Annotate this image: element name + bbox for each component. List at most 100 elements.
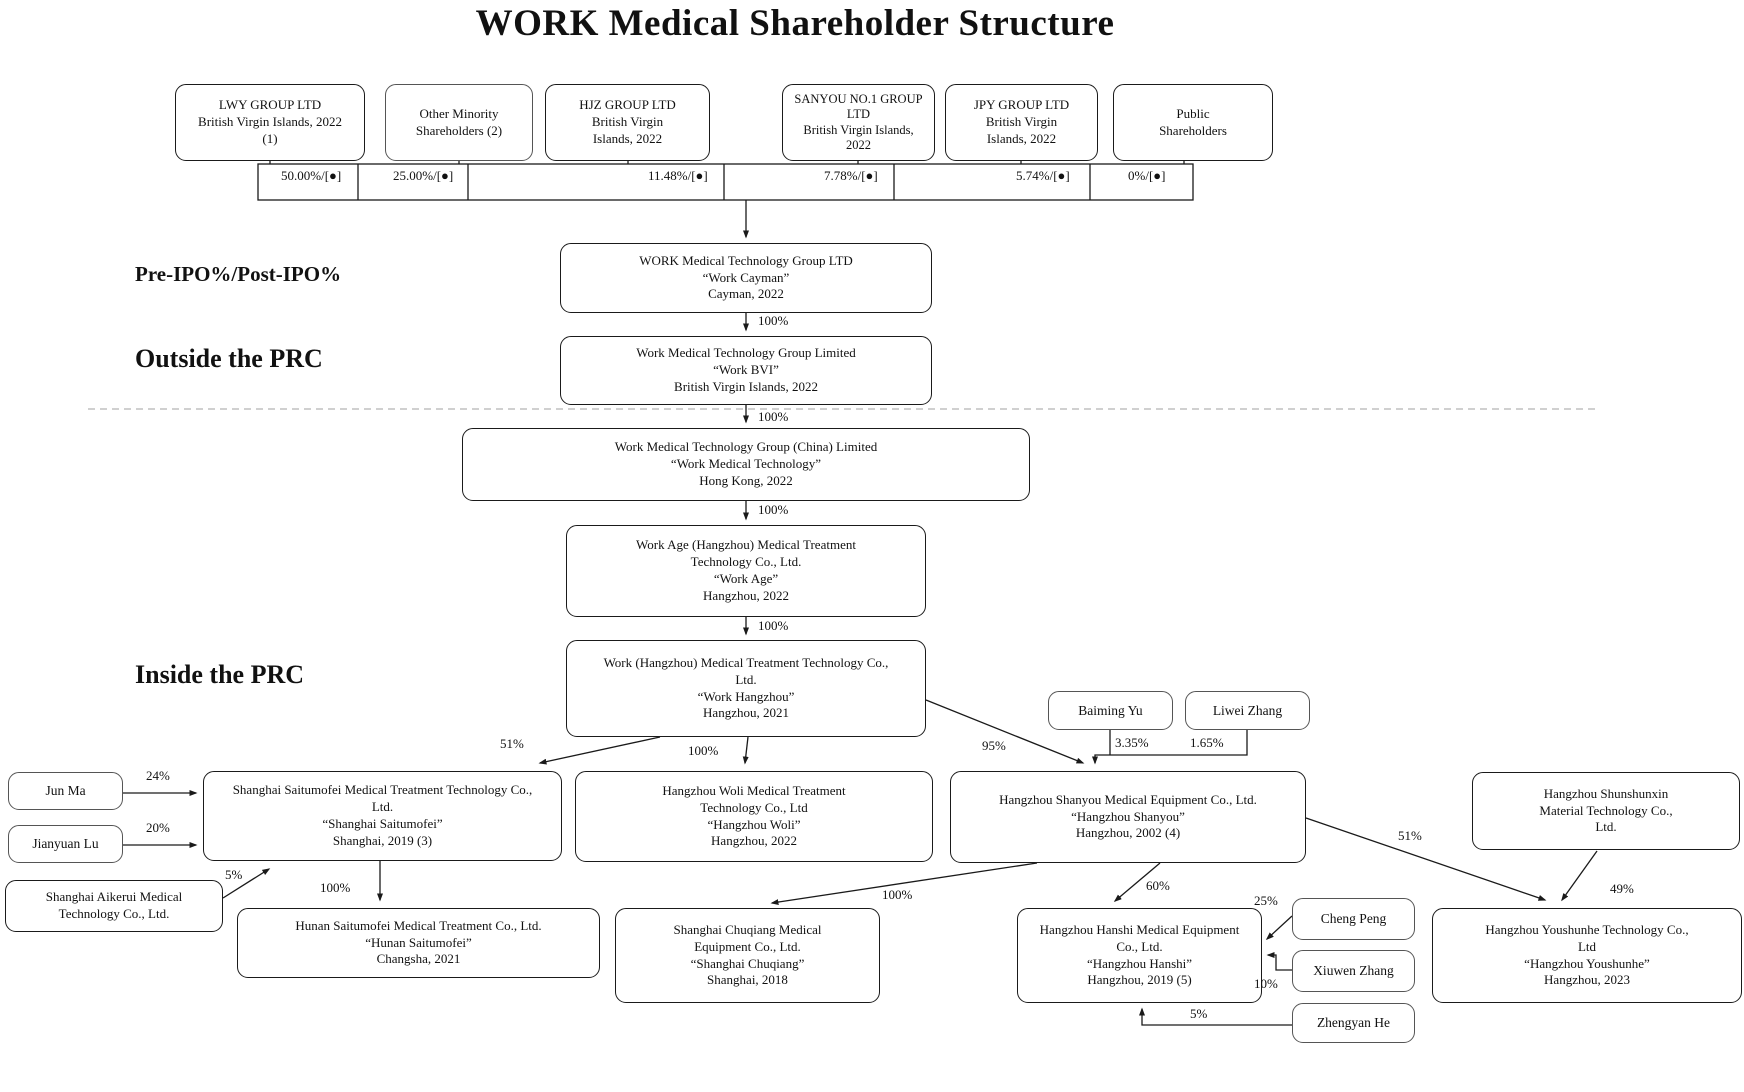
entity-text-line: JPY GROUP LTD bbox=[973, 97, 1070, 113]
entity-text-line: Material Technology Co., bbox=[1539, 802, 1673, 818]
arrow-liwei-baiming-to-shanyou bbox=[1092, 730, 1248, 765]
ownership-label-cayman-bvi: 100% bbox=[758, 313, 789, 328]
entity-text-line: Hangzhou Youshunhe Technology Co., bbox=[1485, 921, 1689, 937]
arrow-aikerui-to-saitumofei bbox=[222, 868, 271, 899]
entity-text-line: Ltd. bbox=[1595, 819, 1617, 835]
entity-box-cheng-peng: Cheng Peng bbox=[1292, 898, 1415, 940]
entity-text-line: British Virgin bbox=[985, 114, 1058, 130]
entity-text-line: Other Minority bbox=[419, 105, 499, 121]
entity-text-line: Liwei Zhang bbox=[1212, 702, 1283, 718]
entity-text-line: Hangzhou, 2019 (5) bbox=[1087, 972, 1192, 988]
entity-text-line: Cheng Peng bbox=[1320, 911, 1387, 927]
entity-box-hangzhou-shanyou: Hangzhou Shanyou Medical Equipment Co., … bbox=[950, 771, 1306, 863]
entity-text-line: Work Medical Technology Group (China) Li… bbox=[614, 439, 878, 455]
entity-text-line: Islands, 2022 bbox=[986, 130, 1057, 146]
entity-text-line: LTD bbox=[846, 107, 871, 122]
entity-text-line: Hangzhou Shunshunxin bbox=[1543, 785, 1669, 801]
ownership-label-hk-workage: 100% bbox=[758, 502, 789, 517]
entity-text-line: “Shanghai Saitumofei” bbox=[322, 816, 443, 831]
entity-text-line: “Work BVI” bbox=[713, 362, 779, 378]
entity-text-line: Hangzhou Woli Medical Treatment bbox=[662, 782, 846, 798]
arrow-workhangzhou-to-shanyou bbox=[925, 699, 1085, 764]
entity-text-line: Technology Co., Ltd. bbox=[690, 554, 802, 570]
arrow-shunshunxin-to-youshunhe bbox=[1561, 850, 1598, 902]
entity-box-work-bvi: Work Medical Technology Group Limited“Wo… bbox=[560, 336, 932, 405]
entity-text-line: “Work Cayman” bbox=[702, 269, 790, 285]
ownership-label-shunshunxin-youshunhe: 49% bbox=[1610, 881, 1634, 896]
ownership-label-chengpeng-hanshi: 25% bbox=[1254, 893, 1278, 908]
entity-box-zhengyan-he: Zhengyan He bbox=[1292, 1003, 1415, 1043]
entity-text-line: Technology Co., Ltd. bbox=[58, 906, 170, 921]
entity-text-line: Technology Co., Ltd bbox=[700, 799, 808, 815]
entity-text-line: Shanghai, 2019 (3) bbox=[332, 832, 433, 848]
entity-text-line: Hangzhou Hanshi Medical Equipment bbox=[1039, 921, 1240, 937]
ownership-label-shanyou-hanshi: 60% bbox=[1146, 878, 1170, 893]
diagram-title: WORK Medical Shareholder Structure bbox=[475, 3, 1115, 44]
entity-text-line: 2022 bbox=[846, 137, 871, 152]
entity-text-line: LWY GROUP LTD bbox=[218, 97, 322, 113]
entity-text-line: Islands, 2022 bbox=[592, 130, 663, 146]
ownership-label-hjz-cayman: 11.48%/[●] bbox=[648, 168, 708, 183]
ownership-label-xiuwenzhang-hanshi: 10% bbox=[1254, 976, 1278, 991]
ownership-label-zhengyanhe-hanshi: 5% bbox=[1190, 1006, 1208, 1021]
arrow-zhengyanhe-to-hanshi bbox=[1139, 1007, 1292, 1026]
entity-text-line: Cayman, 2022 bbox=[708, 286, 784, 302]
entity-text-line: Shanghai Saitumofei Medical Treatment Te… bbox=[232, 782, 533, 798]
entity-box-hunan-saitumofei: Hunan Saitumofei Medical Treatment Co., … bbox=[237, 908, 600, 978]
entity-text-line: Work (Hangzhou) Medical Treatment Techno… bbox=[603, 654, 889, 670]
arrow-workhangzhou-to-woli bbox=[742, 736, 749, 765]
entity-text-line: Baiming Yu bbox=[1078, 702, 1143, 718]
ownership-label-sanyou-cayman: 7.78%/[●] bbox=[824, 168, 878, 183]
top-ownership-band bbox=[257, 161, 1194, 201]
entity-text-line: “Work Age” bbox=[713, 571, 779, 586]
entity-text-line: Hangzhou, 2022 bbox=[711, 833, 797, 849]
arrow-shanyou-to-chuqiang bbox=[770, 862, 1038, 905]
entity-text-line: Shareholders bbox=[1159, 122, 1227, 138]
arrow-workhangzhou-to-saitumofei bbox=[538, 736, 661, 765]
entity-text-line: Public bbox=[1176, 105, 1210, 121]
entity-text-line: Changsha, 2021 bbox=[376, 951, 461, 967]
ownership-label-shanyou-youshunhe: 51% bbox=[1398, 828, 1422, 843]
entity-text-line: Hangzhou, 2002 (4) bbox=[1075, 825, 1181, 841]
entity-text-line: British Virgin Islands, 2022 bbox=[198, 114, 342, 130]
entity-text-line: Jun Ma bbox=[45, 783, 86, 799]
entity-text-line: (1) bbox=[262, 130, 278, 146]
label-outside-prc: Outside the PRC bbox=[135, 344, 323, 373]
ownership-label-junma-saitumofei: 24% bbox=[146, 768, 170, 783]
entity-text-line: Ltd. bbox=[735, 671, 757, 687]
ownership-label-shanyou-chuqiang: 100% bbox=[882, 887, 913, 902]
entity-text-line: SANYOU NO.1 GROUP bbox=[794, 92, 923, 106]
entity-text-line: Hunan Saitumofei Medical Treatment Co., … bbox=[295, 917, 542, 933]
entity-text-line: HJZ GROUP LTD bbox=[579, 97, 676, 113]
entity-text-line: “Hangzhou Woli” bbox=[707, 816, 801, 832]
ownership-label-jianyuanlu-saitumofei: 20% bbox=[146, 820, 170, 835]
entity-box-work-medical-technology-hk: Work Medical Technology Group (China) Li… bbox=[462, 428, 1030, 501]
entity-text-line: Shanghai, 2018 bbox=[707, 972, 788, 988]
entity-text-line: Co., Ltd. bbox=[1116, 938, 1163, 954]
ownership-label-aikerui-saitumofei: 5% bbox=[225, 867, 243, 882]
ownership-label-saitumofei-hunan: 100% bbox=[320, 880, 351, 895]
entity-text-line: Ltd bbox=[1577, 938, 1597, 954]
entity-text-line: British Virgin Islands, 2022 bbox=[674, 378, 818, 394]
entity-text-line: “Hangzhou Hanshi” bbox=[1086, 955, 1193, 971]
entity-text-line: Shanghai Chuqiang Medical bbox=[673, 921, 822, 937]
ownership-label-workage-workhangzhou: 100% bbox=[758, 618, 789, 633]
arrow-shanyou-to-youshunhe bbox=[1305, 817, 1547, 901]
entity-text-line: Shareholders (2) bbox=[415, 122, 503, 138]
entity-text-line: “Hangzhou Youshunhe” bbox=[1524, 955, 1650, 971]
entity-text-line: Hangzhou Shanyou Medical Equipment Co., … bbox=[999, 791, 1257, 807]
ownership-label-baimingyu-shanyou: 3.35% bbox=[1115, 735, 1149, 750]
entity-text-line: Xiuwen Zhang bbox=[1313, 963, 1394, 979]
entity-text-line: Zhengyan He bbox=[1316, 1015, 1391, 1031]
entity-text-line: WORK Medical Technology Group LTD bbox=[639, 252, 853, 268]
